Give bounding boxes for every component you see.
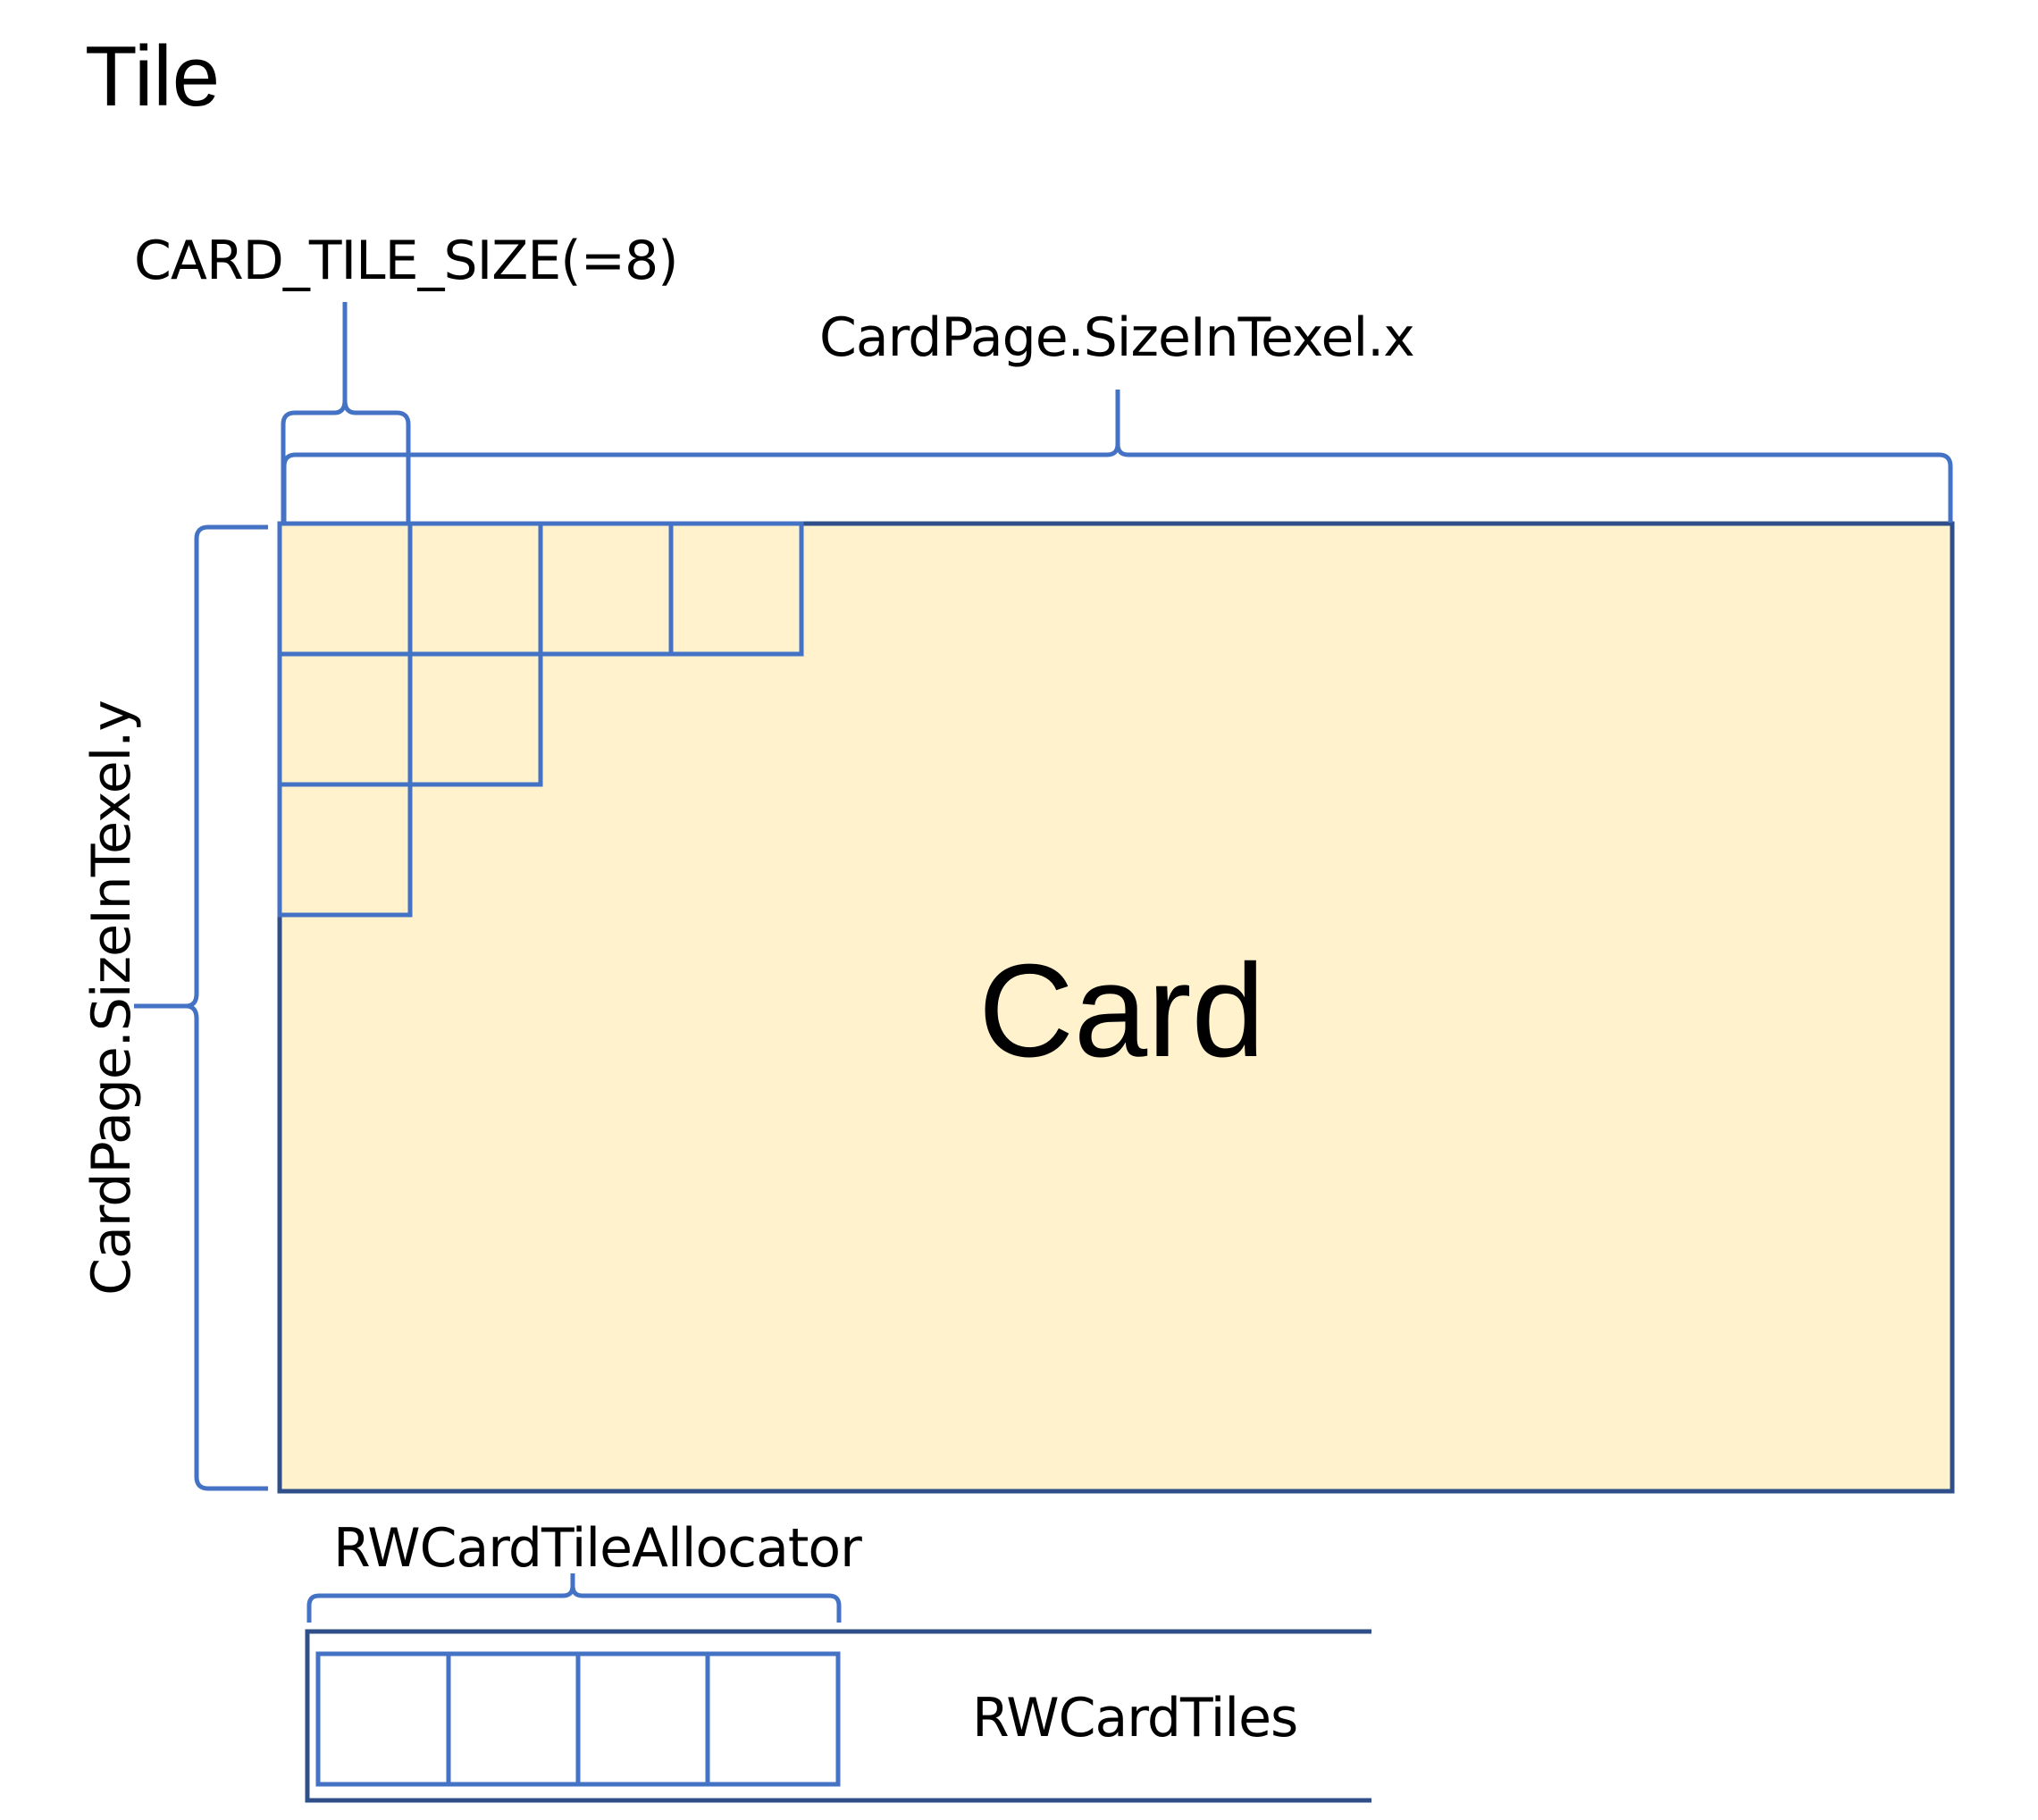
- card-tile: [407, 651, 543, 787]
- size-y-brace: [134, 524, 268, 1491]
- size-in-texel-x-label: CardPage.SizeInTexel.x: [819, 306, 1415, 369]
- rw-card-tile-allocator-label: RWCardTileAllocator: [333, 1517, 862, 1580]
- allocator-brace: [306, 1573, 842, 1623]
- rw-card-tiles-label: RWCardTiles: [972, 1687, 1298, 1749]
- card-label: Card: [978, 937, 1265, 1085]
- rw-card-tile-slot: [315, 1651, 451, 1787]
- tile-size-brace: [281, 302, 411, 523]
- card-tiles-group: [277, 521, 804, 918]
- card-rect: [277, 521, 1955, 1494]
- card-tile: [668, 521, 804, 657]
- rw-card-tiles-buffer: [305, 1629, 1371, 1803]
- card-tile: [277, 782, 413, 918]
- rw-card-tile-slot: [705, 1651, 841, 1787]
- rw-card-tile-slot: [575, 1651, 710, 1787]
- rw-card-tiles-slots: [315, 1651, 841, 1787]
- page-title: Tile: [85, 29, 221, 124]
- size-x-brace: [281, 390, 1953, 523]
- rw-card-tile-slot: [446, 1651, 581, 1787]
- size-in-texel-y-label: CardPage.SizeInTexel.y: [80, 700, 143, 1296]
- card-tile-size-label: CARD_TILE_SIZE(=8): [134, 230, 679, 292]
